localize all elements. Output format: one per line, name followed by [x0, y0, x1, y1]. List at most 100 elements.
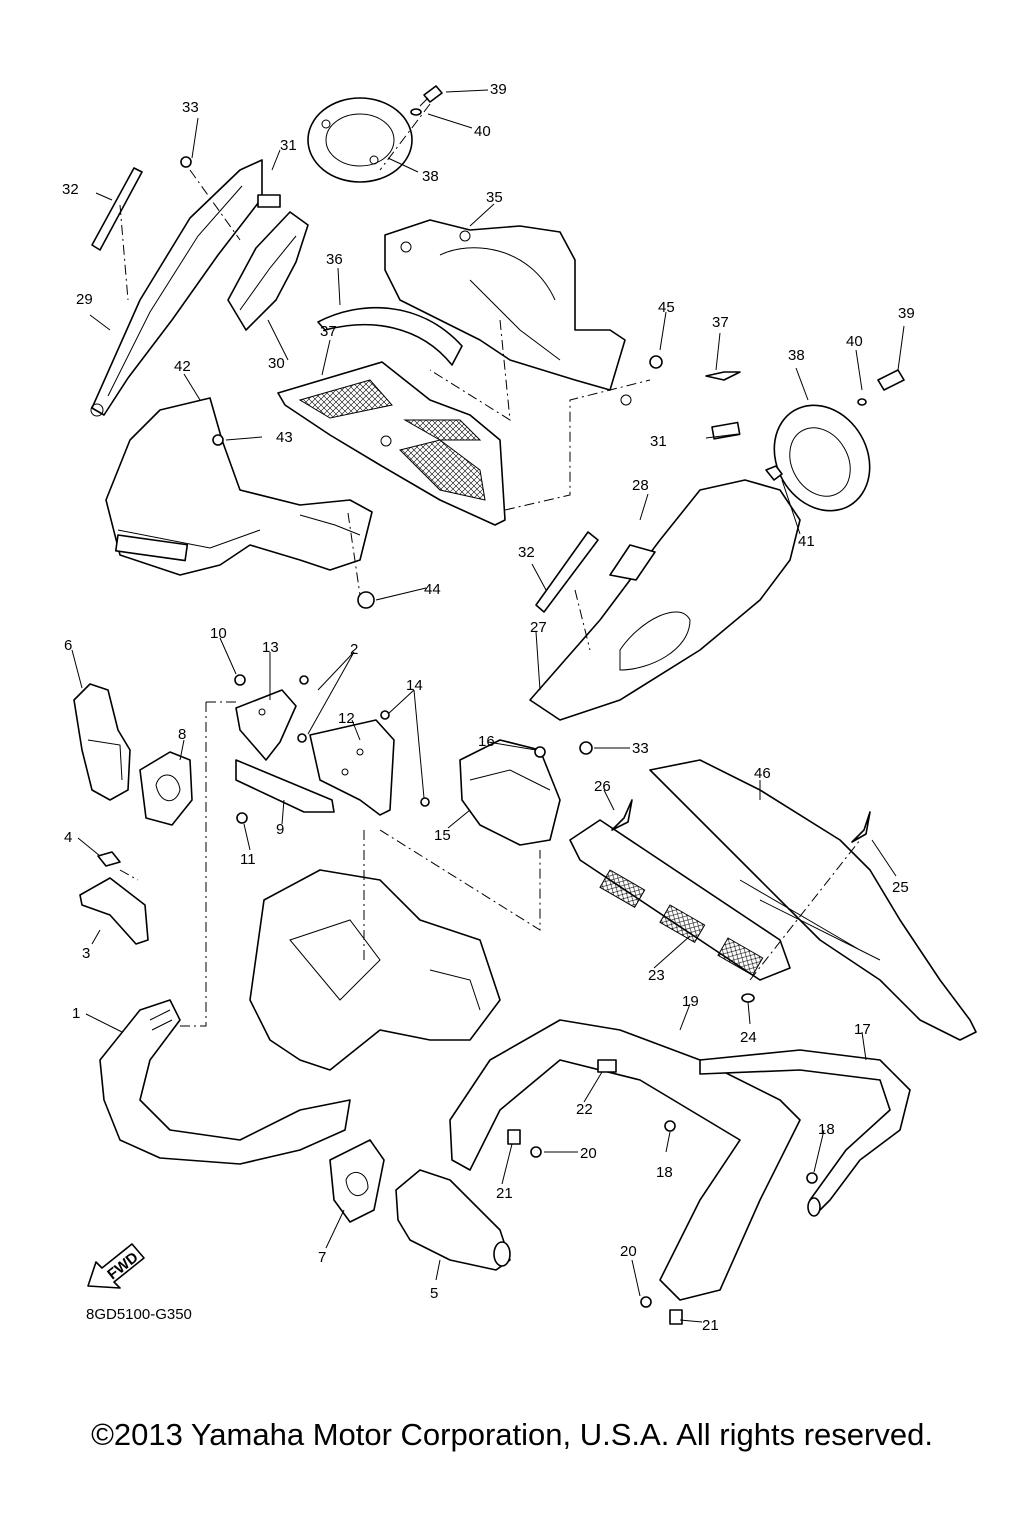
callout-17: 17 — [854, 1021, 871, 1038]
callout-14: 14 — [406, 677, 423, 694]
fwd-arrow-icon: FWD — [87, 1243, 145, 1289]
decal-32-mid — [535, 531, 599, 613]
panel-1 — [99, 999, 351, 1165]
callout-18-left: 18 — [656, 1164, 673, 1181]
rivet-37 — [705, 371, 741, 381]
frame-stay — [249, 869, 501, 1071]
callout-2: 2 — [350, 641, 358, 658]
callout-12: 12 — [338, 710, 355, 727]
screw-33-top — [180, 156, 192, 168]
callout-18-right: 18 — [818, 1121, 835, 1138]
callout-13: 13 — [262, 639, 279, 656]
callout-6: 6 — [64, 637, 72, 654]
duct-5 — [395, 1169, 511, 1271]
bolt-39-top — [419, 85, 443, 107]
bolt-18b — [806, 1172, 818, 1184]
pad-22 — [597, 1059, 617, 1073]
callout-23: 23 — [648, 967, 665, 984]
callout-24: 24 — [740, 1029, 757, 1046]
callout-40-top: 40 — [474, 123, 491, 140]
bracket-7 — [329, 1139, 385, 1223]
bolt-14b — [420, 797, 430, 807]
bolt-10 — [234, 674, 246, 686]
side-cover-19 — [449, 1019, 801, 1301]
bezel-38-right — [773, 404, 871, 512]
pipe-17 — [699, 1049, 911, 1217]
bolt-14a — [380, 710, 390, 720]
panel-30 — [227, 211, 309, 331]
callout-39-top: 39 — [490, 81, 507, 98]
rivet-26 — [611, 799, 633, 831]
callout-5: 5 — [430, 1285, 438, 1302]
cover-15 — [459, 739, 561, 846]
screw-20b — [640, 1296, 652, 1308]
bolt-18a — [664, 1120, 676, 1132]
callout-22: 22 — [576, 1101, 593, 1118]
callout-25: 25 — [892, 879, 909, 896]
callout-42: 42 — [174, 358, 191, 375]
washer-40-top — [410, 108, 422, 116]
exploded-parts-diagram: 33 32 31 2 9 30 36 37 42 4 3 39 40 38 35 4… — [62, 81, 977, 1334]
washer-24 — [741, 993, 755, 1003]
cover-6 — [73, 683, 131, 801]
pad-31-top — [257, 194, 281, 208]
screw-20a — [530, 1146, 542, 1158]
callout-19: 19 — [682, 993, 699, 1010]
nut-11 — [236, 812, 248, 824]
callout-15: 15 — [434, 827, 451, 844]
mesh-panel-36 — [277, 361, 506, 526]
cover-8 — [139, 751, 193, 826]
callout-27: 27 — [530, 619, 547, 636]
bolt-43 — [212, 434, 224, 446]
callout-16: 16 — [478, 733, 495, 750]
callout-33-top: 33 — [182, 99, 199, 116]
callout-8: 8 — [178, 726, 186, 743]
air-scoop-42 — [105, 397, 373, 576]
bracket-12 — [309, 719, 395, 816]
grille-23 — [569, 819, 791, 981]
decal-32-top — [91, 167, 143, 251]
nut-41 — [765, 465, 783, 481]
callout-41: 41 — [798, 533, 815, 550]
callout-11: 11 — [240, 851, 256, 868]
callout-28: 28 — [632, 477, 649, 494]
diagram-code: 8GD5100-G350 — [86, 1306, 192, 1323]
callout-32-top: 32 — [62, 181, 79, 198]
callout-38-top: 38 — [422, 168, 439, 185]
callout-37: 37 — [712, 314, 729, 331]
bolt-2a — [299, 675, 309, 685]
bolt-16 — [534, 746, 546, 758]
callout-9: 9 — [276, 821, 284, 838]
callout-1: 1 — [72, 1005, 80, 1022]
callout-10: 10 — [210, 625, 227, 642]
screw-44 — [649, 355, 663, 369]
weatherstrip-35 — [317, 306, 463, 366]
callout-32-mid: 32 — [518, 544, 535, 561]
callout-30: 30 — [268, 355, 285, 372]
callout-20-low: 20 — [620, 1243, 637, 1260]
callout-45: 44 — [424, 581, 441, 598]
callout-46: 46 — [754, 765, 771, 782]
callout-35: 36 — [326, 251, 343, 268]
bezel-38-top — [307, 97, 413, 183]
inner-panel-34 — [384, 219, 632, 406]
clip-21a — [507, 1129, 521, 1145]
bolt-4 — [97, 851, 121, 867]
callout-39-right: 39 — [898, 305, 915, 322]
bolt-2b — [297, 733, 307, 743]
callout-21-mid: 21 — [496, 1185, 513, 1202]
bracket-13 — [235, 689, 297, 761]
bracket-3 — [79, 877, 149, 945]
callout-44: 45 — [658, 299, 675, 316]
callout-33-mid: 33 — [632, 740, 649, 757]
callout-4: 4 — [64, 829, 72, 846]
rivet-25 — [851, 811, 871, 843]
callout-34: 35 — [486, 189, 503, 206]
bolt-39-right — [877, 369, 905, 391]
copyright-notice: ©2013 Yamaha Motor Corporation, U.S.A. A… — [91, 1417, 933, 1452]
washer-40-right — [857, 398, 867, 406]
callout-31-top: 31 — [280, 137, 297, 154]
callout-21-low: 21 — [702, 1317, 719, 1334]
callout-3: 3 — [82, 945, 90, 962]
screw-33-mid — [579, 741, 593, 755]
